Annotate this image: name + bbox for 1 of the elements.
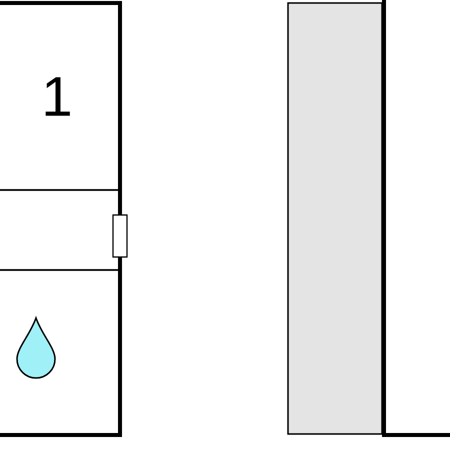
node-label: 1 — [46, 77, 70, 116]
